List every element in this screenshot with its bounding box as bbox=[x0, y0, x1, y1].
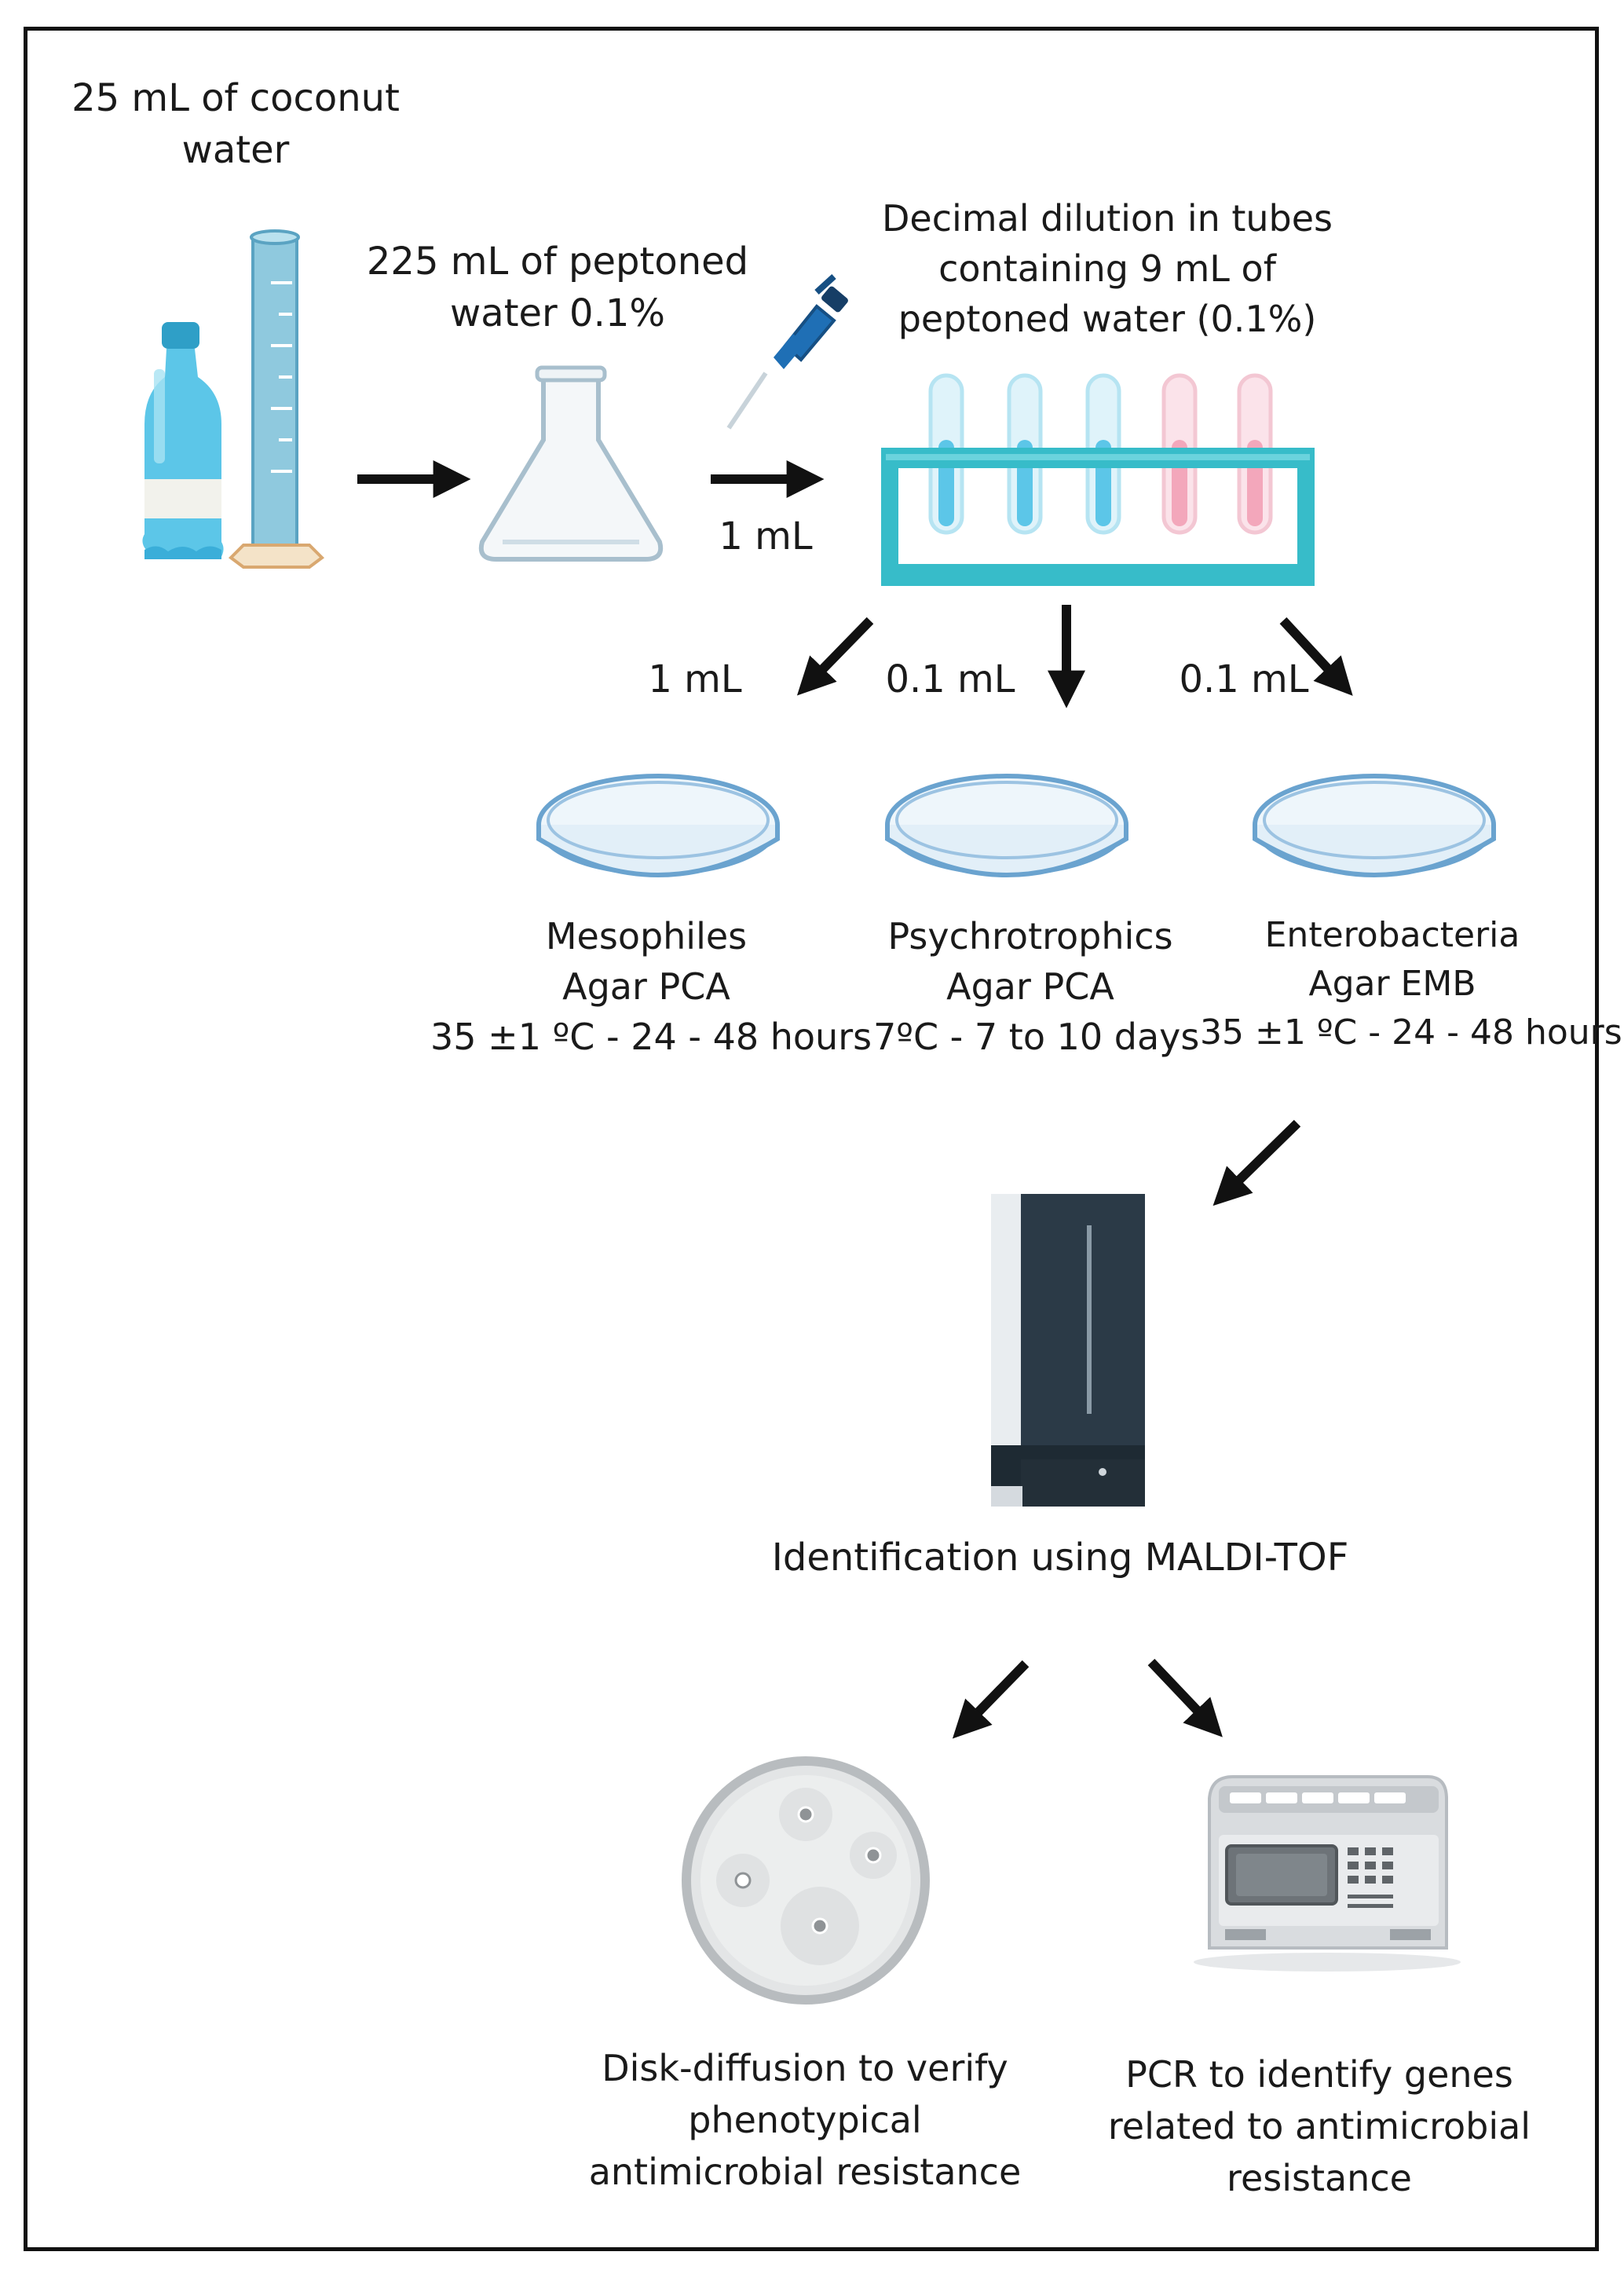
petri-dish-icon bbox=[536, 774, 780, 877]
sample-label-line: water bbox=[181, 128, 290, 172]
graduated-cylinder-icon bbox=[228, 229, 325, 569]
dilution-label-line: Decimal dilution in tubes bbox=[881, 197, 1333, 240]
disk-diffusion-line: antimicrobial resistance bbox=[588, 2151, 1022, 2193]
medium-label-line: Enterobacteria bbox=[1264, 915, 1520, 955]
disk-diffusion-label: Disk-diffusion to verify phenotypical an… bbox=[581, 2042, 1029, 2198]
plating-volume-text: 0.1 mL bbox=[885, 657, 1015, 701]
disk-diffusion-line: Disk-diffusion to verify bbox=[602, 2047, 1008, 2089]
pcr-line: related to antimicrobial bbox=[1107, 2105, 1531, 2147]
dilution-label-line: peptoned water (0.1%) bbox=[898, 298, 1317, 340]
medium-label-line: Mesophiles bbox=[545, 915, 748, 957]
arrow-to-enterobacteria bbox=[1279, 617, 1353, 696]
medium-label-line: Agar PCA bbox=[946, 965, 1114, 1008]
medium-label-line: 7ºC - 7 to 10 days bbox=[873, 1016, 1200, 1058]
disk-diffusion-plate-icon bbox=[682, 1756, 930, 2005]
disk-diffusion-line: phenotypical bbox=[688, 2099, 922, 2141]
identification-label: Identification using MALDI-TOF bbox=[762, 1532, 1359, 1584]
pcr-line: PCR to identify genes bbox=[1125, 2053, 1513, 2096]
bottle-icon bbox=[142, 322, 224, 559]
pcr-line: resistance bbox=[1227, 2157, 1412, 2199]
plating-volume-text: 1 mL bbox=[648, 657, 742, 701]
transfer-volume-text: 1 mL bbox=[719, 514, 813, 558]
pcr-label: PCR to identify genes related to antimic… bbox=[1092, 2049, 1547, 2204]
flask-icon bbox=[478, 365, 664, 562]
plating-volume-text: 0.1 mL bbox=[1179, 657, 1309, 701]
medium-label-line: Agar PCA bbox=[562, 965, 730, 1008]
sample-label-line: 25 mL of coconut bbox=[71, 76, 400, 120]
sample-label: 25 mL of coconut water bbox=[31, 72, 440, 176]
petri-dish-icon bbox=[885, 774, 1128, 877]
medium-label-line: 35 ±1 ºC - 24 - 48 hours bbox=[1200, 1012, 1622, 1053]
medium-label-line: 35 ±1 ºC - 24 - 48 hours bbox=[430, 1016, 872, 1058]
peptone-label-line: 225 mL of peptoned bbox=[366, 240, 749, 284]
pipette-icon bbox=[726, 274, 848, 430]
arrow-to-disk-diffusion bbox=[952, 1660, 1030, 1739]
peptone-label-line: water 0.1% bbox=[450, 291, 665, 335]
transfer-volume: 1 mL bbox=[699, 511, 832, 562]
figure-frame bbox=[24, 27, 1599, 2251]
mesophiles-label: Mesophiles Agar PCA 35 ±1 ºC - 24 - 48 h… bbox=[430, 911, 872, 1062]
identification-text: Identification using MALDI-TOF bbox=[771, 1536, 1349, 1580]
arrow-to-pcr bbox=[1147, 1658, 1223, 1737]
peptone-label: 225 mL of peptoned water 0.1% bbox=[346, 236, 770, 339]
plating-volume-enterobacteria: 0.1 mL bbox=[1165, 654, 1322, 705]
enterobacteria-label: Enterobacteria Agar EMB 35 ±1 ºC - 24 - … bbox=[1200, 911, 1622, 1057]
medium-label-line: Psychrotrophics bbox=[887, 915, 1173, 957]
dilution-label: Decimal dilution in tubes containing 9 m… bbox=[864, 193, 1351, 344]
psychrotrophics-label: Psychrotrophics Agar PCA 7ºC - 7 to 10 d… bbox=[873, 911, 1200, 1062]
maldi-tof-instrument-icon bbox=[991, 1194, 1145, 1507]
petri-dish-icon bbox=[1253, 774, 1496, 877]
test-tube-rack-icon bbox=[881, 373, 1315, 586]
medium-label-line: Agar EMB bbox=[1308, 964, 1476, 1004]
plating-volume-mesophiles: 1 mL bbox=[628, 654, 762, 705]
plating-volume-psychrotrophics: 0.1 mL bbox=[872, 654, 1029, 705]
arrow-to-mesophiles bbox=[796, 617, 874, 696]
dilution-label-line: containing 9 mL of bbox=[938, 247, 1276, 290]
pcr-thermocycler-icon bbox=[1194, 1775, 1461, 1972]
arrow-to-maldi bbox=[1213, 1119, 1301, 1206]
